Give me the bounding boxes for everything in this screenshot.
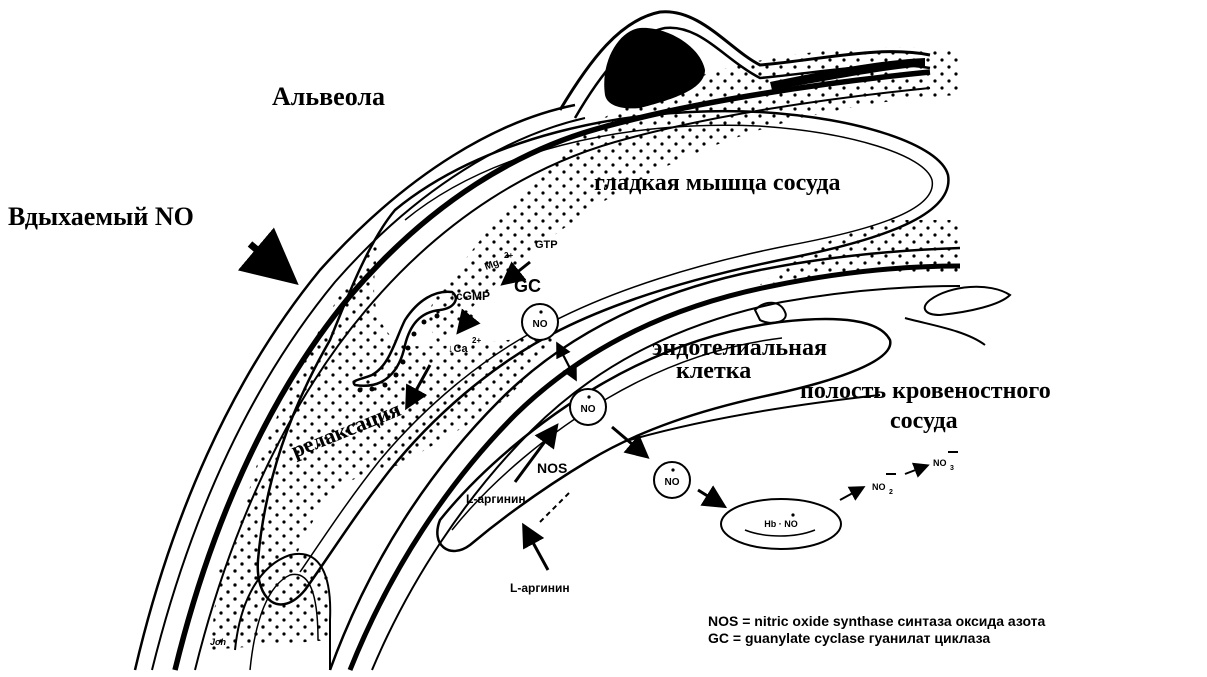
right-cell-1 — [925, 287, 1010, 315]
l-arginine-outer-label: L-аргинин — [510, 581, 570, 595]
interstitium-dots-upper — [429, 48, 960, 345]
no3-subscript: 3 — [950, 465, 954, 472]
nos-label: NOS — [537, 460, 567, 476]
ca-superscript: 2+ — [472, 336, 481, 345]
hb-to-no2-arrow — [840, 488, 862, 500]
endothelium-line-1 — [330, 248, 960, 670]
inhaled-no-label: Вдыхаемый NO — [8, 202, 194, 231]
no2-subscript: 2 — [889, 489, 893, 496]
inhaled-no-arrow — [250, 244, 288, 276]
endothelial-bump — [755, 303, 786, 323]
artist-signature: Joh — [210, 637, 227, 647]
no3-label: NO — [933, 458, 947, 468]
smooth-muscle-label: гладкая мышца сосуда — [594, 170, 841, 196]
l-arginine-inner-label: L-аргинин — [466, 492, 526, 506]
ca-label: ↓Ca — [448, 343, 468, 355]
larginine-dash-arrow — [540, 492, 570, 522]
right-cell-2 — [905, 318, 985, 345]
no-label-lumen: NO — [665, 477, 680, 488]
gtp-label: GTP — [535, 239, 558, 251]
endothelial-label-2: клетка — [676, 358, 751, 384]
no-label-muscle: NO — [533, 319, 548, 330]
mg-superscript: 2+ — [504, 251, 513, 260]
hb-no-label: Hb · NO — [764, 519, 798, 529]
cgmp-label: ↑cGMP — [450, 289, 490, 303]
no-to-hb-arrow — [698, 490, 722, 505]
lumen-label-1: полость кровеностного — [800, 378, 1051, 404]
legend-nos-line: NOS = nitric oxide synthase синтаза окси… — [708, 613, 1046, 629]
no2-to-no3-arrow — [905, 466, 926, 474]
larginine-uptake-arrow — [525, 528, 548, 570]
no-to-lumen-arrow — [612, 427, 645, 455]
lumen-label-2: сосуда — [890, 408, 958, 434]
no2-label: NO — [872, 482, 886, 492]
alveola-label: Альвеола — [272, 82, 385, 111]
no-label-endothelium: NO — [581, 404, 596, 415]
gc-label: GC — [514, 276, 541, 296]
legend-gc-line: GC = guanylate cyclase гуанилат циклаза — [708, 630, 990, 646]
